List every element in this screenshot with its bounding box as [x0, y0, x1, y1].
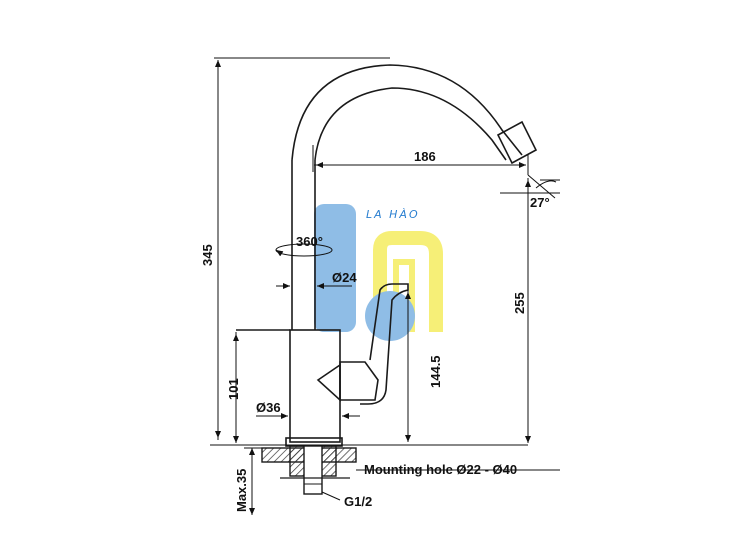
faucet-body: [289, 329, 341, 443]
mounting-section: [261, 445, 357, 495]
label-101: 101: [226, 378, 241, 400]
label-186: 186: [414, 149, 436, 164]
supply-shank: [303, 445, 323, 495]
label-27-deg: 27°: [530, 195, 550, 210]
logo-blue-bar: [314, 204, 356, 332]
lever-hub: [339, 361, 379, 401]
spout-outer: [291, 64, 523, 161]
label-max-35: Max.35: [234, 469, 249, 512]
label-thread: G1/2: [344, 494, 372, 509]
label-144-5: 144.5: [428, 355, 443, 388]
label-360-deg: 360°: [296, 234, 323, 249]
brand-name: LA HÀO: [366, 208, 420, 221]
logo-yellow-arch: [373, 231, 443, 332]
spout-nozzle: [496, 120, 538, 165]
label-mounting-hole: Mounting hole Ø22 - Ø40: [364, 462, 517, 477]
label-diameter-36: Ø36: [256, 400, 281, 415]
label-255: 255: [512, 292, 527, 314]
label-diameter-24: Ø24: [332, 270, 357, 285]
spout-inner: [314, 87, 507, 161]
faucet-outline: [236, 64, 538, 447]
label-345: 345: [200, 244, 215, 266]
